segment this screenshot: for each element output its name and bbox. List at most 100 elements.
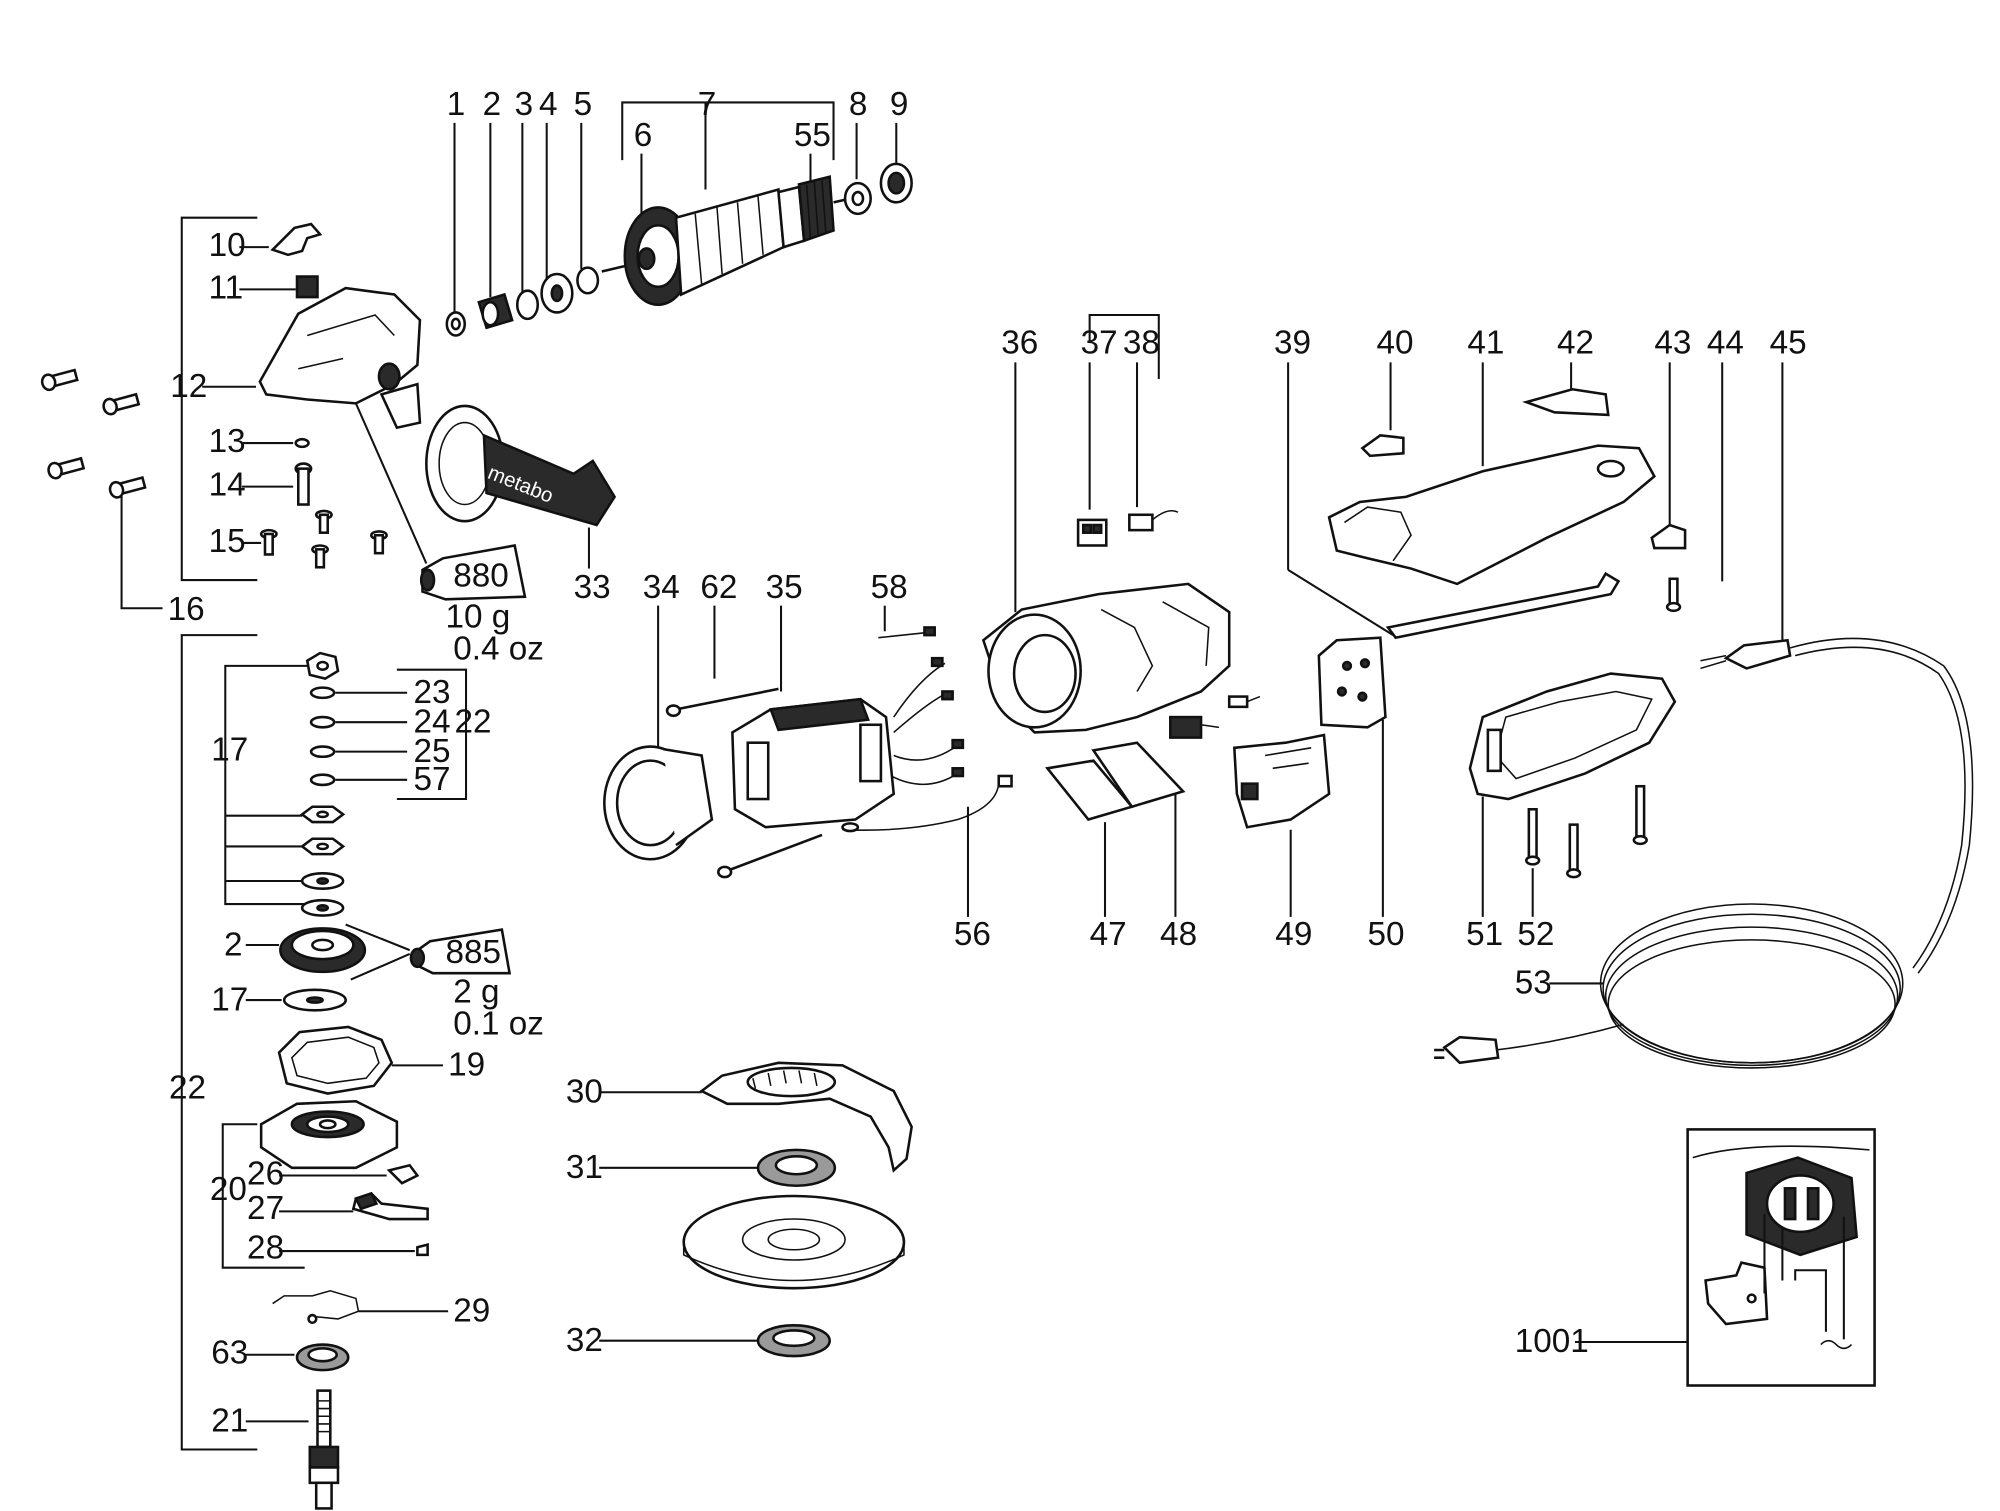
grease-885-weight: 2 g (453, 974, 499, 1011)
label-45: 45 (1770, 324, 1807, 361)
gear-housing-part-12 (258, 286, 422, 430)
label-3: 3 (515, 86, 534, 123)
electronics-board-part-49 (1232, 733, 1331, 829)
clamping-nut-part-32 (756, 1324, 831, 1358)
armature-part-7 (601, 175, 846, 307)
power-cord-part-45 (1700, 637, 1974, 974)
pin-part-14 (294, 462, 313, 506)
label-58: 58 (871, 569, 908, 606)
bevel-gear-part-2 (279, 927, 367, 974)
bracket-22-outer (180, 634, 258, 1451)
label-28: 28 (247, 1230, 284, 1267)
label-53: 53 (1515, 965, 1552, 1002)
leader-grease-885a (345, 923, 411, 952)
gasket-part-19 (277, 1025, 394, 1095)
label-9: 9 (890, 86, 909, 123)
lock-button-part-27 (351, 1191, 429, 1221)
label-44: 44 (1707, 324, 1744, 361)
pinion-gear-part-2 (477, 292, 514, 330)
label-31: 31 (566, 1149, 603, 1186)
field-winding-part-35 (731, 626, 965, 829)
lock-washers-17 (299, 805, 346, 917)
label-2: 2 (483, 86, 502, 123)
label-6: 6 (634, 117, 653, 154)
label-39: 39 (1274, 324, 1311, 361)
cover-part-41 (1327, 444, 1656, 586)
label-10: 10 (209, 227, 246, 264)
bearing-cap-part-9 (879, 162, 913, 204)
wheel-guard-part-30 (699, 1061, 913, 1173)
grease-880-weight-imperial: 0.4 oz (453, 630, 544, 667)
label-34: 34 (643, 569, 680, 606)
label-40: 40 (1376, 324, 1413, 361)
carbon-brush-part-38 (1128, 509, 1179, 532)
label-62: 62 (700, 569, 737, 606)
switch-part-small (1169, 695, 1261, 739)
label-33: 33 (574, 569, 611, 606)
motor-housing-part-36 (981, 582, 1231, 734)
leader-16 (120, 495, 163, 610)
label-41: 41 (1467, 324, 1504, 361)
bearing-part-4 (540, 272, 574, 314)
power-cord-coil-part-53 (1434, 903, 1904, 1069)
label-43: 43 (1654, 324, 1691, 361)
spring-part-26 (386, 1163, 420, 1185)
label-11: 11 (209, 269, 244, 306)
label-8: 8 (849, 86, 868, 123)
cable-part-56 (841, 774, 1013, 833)
bracket-17 (224, 664, 308, 906)
grease-tube-880: 880 (419, 544, 527, 601)
bearing-part-8 (843, 181, 872, 216)
bracket-22-inner (396, 668, 468, 801)
washer-part-5 (576, 266, 600, 295)
switch-module-part-50 (1317, 636, 1387, 729)
spring-part-29 (272, 1289, 360, 1325)
label-51: 51 (1466, 916, 1503, 953)
grease-880-weight: 10 g (446, 598, 511, 635)
fan-baffle-part-34 (603, 745, 714, 861)
inner-flange-part-31 (756, 1148, 837, 1188)
nut-part-1 (445, 311, 467, 337)
screws-part-52 (1525, 784, 1648, 879)
label-63: 63 (211, 1335, 248, 1372)
label-23: 23 (414, 674, 451, 711)
label-17-top: 17 (211, 732, 248, 769)
label-30: 30 (566, 1074, 603, 1111)
pin-part-28 (416, 1243, 429, 1257)
side-handle-part-33: metabo (425, 404, 617, 527)
label-38: 38 (1123, 324, 1160, 361)
label-1: 1 (447, 86, 466, 123)
label-37: 37 (1081, 324, 1118, 361)
label-50: 50 (1368, 916, 1405, 953)
bracket-37 (1088, 313, 1160, 380)
label-20: 20 (210, 1171, 247, 1208)
spring-part-11 (295, 275, 319, 299)
label-2-bevel: 2 (224, 926, 243, 963)
leader-grease-885b (350, 953, 411, 981)
label-52: 52 (1517, 916, 1554, 953)
screws-part-15 (259, 509, 388, 569)
handle-shell-part-51 (1468, 672, 1677, 801)
label-19: 19 (448, 1047, 485, 1084)
label-57: 57 (414, 761, 451, 798)
wiring-diagram-part-1001 (1686, 1128, 1876, 1387)
label-25: 25 (414, 733, 451, 770)
clip-part-13 (294, 437, 310, 449)
label-13: 13 (209, 423, 246, 460)
label-plate-part-42 (1522, 387, 1610, 417)
grinding-disc (682, 1194, 906, 1290)
grease-885-weight-imperial: 0.1 oz (453, 1006, 544, 1043)
bearing-flange-part-20 (259, 1099, 399, 1170)
label-15: 15 (209, 523, 246, 560)
grease-880-code: 880 (453, 557, 509, 594)
label-35: 35 (766, 569, 803, 606)
grease-885-code: 885 (446, 934, 502, 971)
washers-23-24-25-57 (309, 686, 336, 787)
label-22-inner: 22 (455, 703, 492, 740)
washer-part-17 (282, 988, 347, 1012)
washer-part-3 (515, 289, 540, 321)
switch-knob-part-40 (1360, 434, 1405, 458)
bracket-12 (180, 216, 258, 582)
label-56: 56 (954, 916, 991, 953)
